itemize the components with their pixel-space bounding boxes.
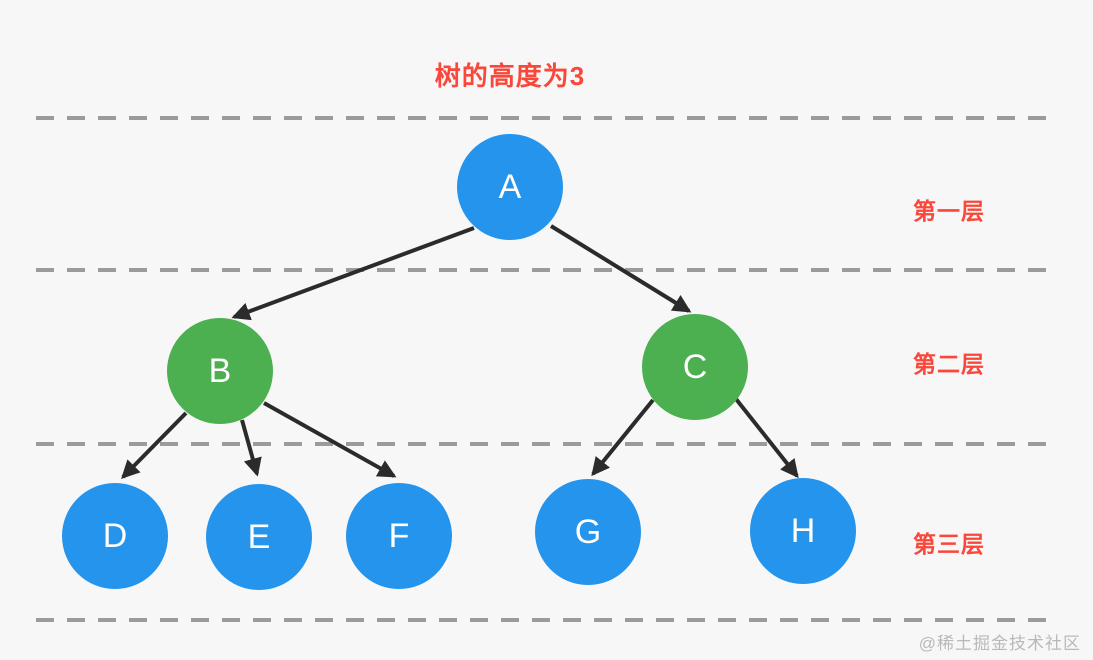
edge-arrow-B-F — [263, 401, 397, 478]
tree-node-F: F — [346, 483, 452, 589]
tree-node-B: B — [167, 318, 273, 424]
tree-node-A: A — [457, 134, 563, 240]
tree-edge-arrows — [121, 224, 799, 479]
tree-node-E: E — [206, 484, 312, 590]
layer-label-2: 第二层 — [913, 351, 985, 377]
edge-arrow-B-E — [240, 419, 262, 477]
watermark: @稀土掘金技术社区 — [918, 634, 1081, 653]
layer-label-1: 第一层 — [913, 198, 985, 224]
edge-arrow-A-C — [549, 224, 692, 313]
tree-node-G: G — [535, 479, 641, 585]
edge-arrow-A-B — [231, 226, 475, 321]
layer-separator-lines — [36, 116, 1058, 622]
layer-label-3: 第三层 — [913, 531, 985, 557]
edge-arrow-B-D — [121, 411, 188, 479]
diagram-title: 树的高度为3 — [434, 61, 586, 91]
edge-arrow-C-H — [734, 397, 799, 479]
tree-node-H: H — [750, 478, 856, 584]
edge-arrow-C-G — [591, 398, 655, 477]
tree-node-C: C — [642, 314, 748, 420]
tree-node-D: D — [62, 483, 168, 589]
